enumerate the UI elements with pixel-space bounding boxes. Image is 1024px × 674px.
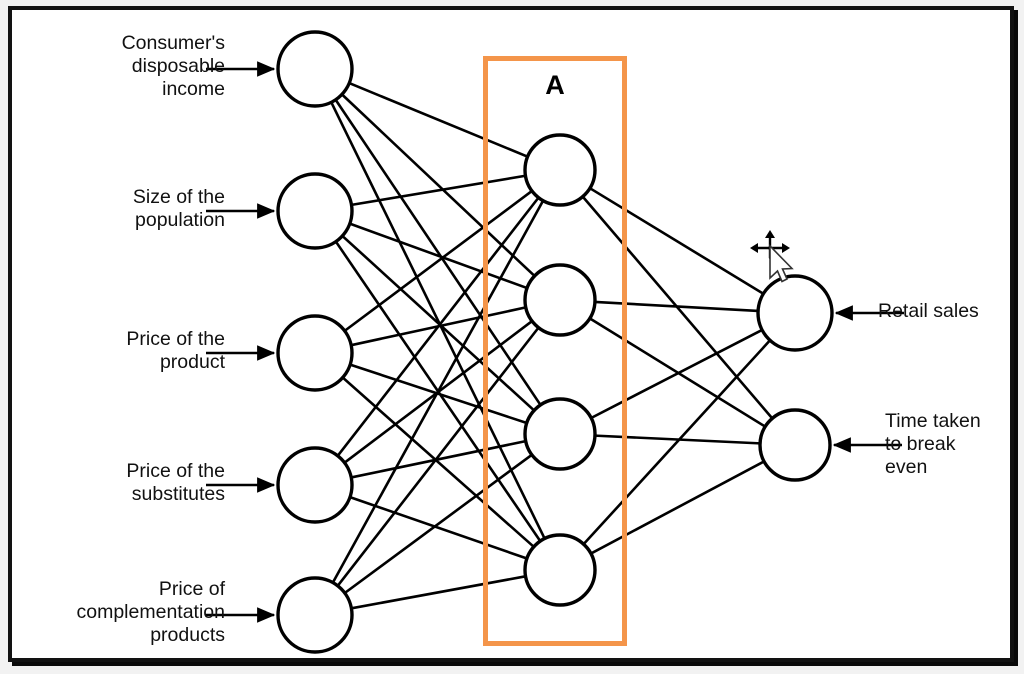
- edge-hid3-out1: [590, 328, 763, 420]
- input-label-3: Price of the product: [126, 328, 225, 373]
- input-arrow-connectors: [206, 61, 276, 623]
- edge-hid1-out1: [589, 187, 765, 295]
- edge-in1-hid4: [330, 101, 546, 540]
- node-input-1[interactable]: [276, 30, 354, 108]
- edge-in3-hid1: [343, 189, 533, 332]
- edge-in2-hid3: [341, 234, 535, 412]
- group-highlight-label: A: [545, 70, 565, 100]
- input-label-2: Size of the population: [132, 186, 225, 231]
- node-input-5[interactable]: [276, 576, 354, 654]
- edge-in5-hid3: [343, 453, 533, 595]
- edges-input-to-hidden: [330, 81, 546, 610]
- node-hidden-3[interactable]: [523, 397, 597, 471]
- edge-in1-hid1: [348, 81, 529, 158]
- output-label-2: Time taken to break even: [885, 410, 981, 478]
- edge-in2-hid1: [351, 174, 526, 207]
- edge-in4-hid1: [336, 196, 540, 457]
- edge-in3-hid3: [349, 363, 528, 425]
- node-hidden-2[interactable]: [523, 263, 597, 337]
- edge-hid4-out1: [582, 339, 771, 546]
- edge-in3-hid4: [341, 376, 535, 548]
- output-arrow-connectors: [832, 305, 904, 453]
- edge-hid4-out2: [590, 460, 765, 555]
- node-input-2[interactable]: [276, 172, 354, 250]
- node-hidden-4[interactable]: [523, 533, 597, 607]
- node-hidden-1[interactable]: [523, 133, 597, 207]
- move-cursor-icon: [750, 230, 794, 283]
- output-label-1: Retail sales: [878, 300, 979, 322]
- edge-in5-hid2: [336, 326, 540, 587]
- edge-in4-hid4: [349, 495, 528, 560]
- group-highlight-rectangle[interactable]: [483, 56, 627, 646]
- edge-in5-hid4: [351, 575, 526, 610]
- nodes: [276, 30, 834, 654]
- input-label-5: Price of complementation products: [76, 578, 226, 646]
- edge-in5-hid1: [331, 200, 545, 584]
- input-label-4: Price of the substitutes: [126, 460, 225, 505]
- node-input-4[interactable]: [276, 446, 354, 524]
- node-output-1[interactable]: [756, 274, 834, 352]
- node-output-2[interactable]: [758, 408, 832, 482]
- input-label-1: Consumer's disposable income: [121, 32, 225, 100]
- edge-in2-hid2: [349, 222, 528, 290]
- edge-in1-hid3: [334, 98, 542, 406]
- node-input-3[interactable]: [276, 314, 354, 392]
- edge-in4-hid3: [350, 439, 526, 479]
- arrow-pointer: [769, 244, 794, 283]
